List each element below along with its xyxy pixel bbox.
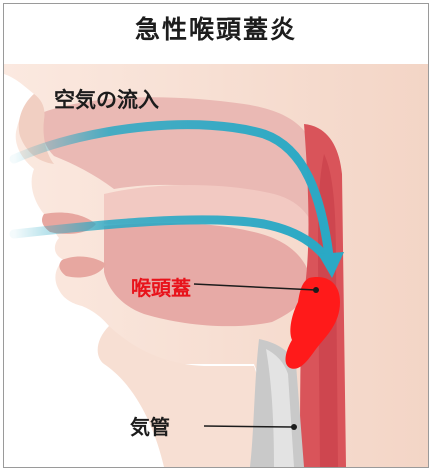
epiglottis-label: 喉頭蓋 [131,272,191,301]
airflow-label: 空気の流入 [54,84,159,114]
diagram-title: 急性喉頭蓋炎 [4,10,428,46]
throat-illustration [4,64,428,467]
trachea-label: 気管 [130,411,170,440]
trachea-leader-line [204,426,292,427]
diagram-frame: 急性喉頭蓋炎 [3,3,429,468]
epiglottis-leader-dot [313,287,319,293]
trachea-leader-dot [291,424,297,430]
